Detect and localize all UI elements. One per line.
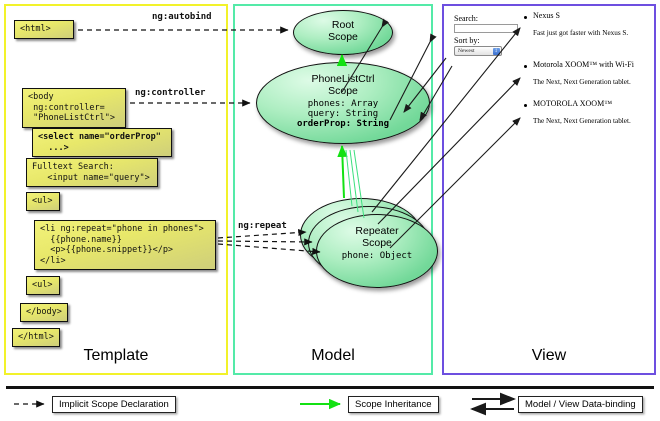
column-model: Model: [233, 4, 433, 375]
search-input[interactable]: [454, 24, 518, 33]
code-box-body-close: </body>: [20, 303, 68, 322]
scope-ctrl-title-1: PhoneListCtrl: [311, 73, 375, 85]
scope-repeater-title-1: Repeater: [355, 225, 399, 237]
legend-item-model-view-databinding: Model / View Data-binding: [518, 396, 643, 413]
column-label-view: View: [531, 347, 567, 364]
bullet-icon: [524, 104, 527, 107]
scope-ctrl-prop-orderprop: orderProp: String: [296, 119, 390, 129]
sort-select-value: Newest: [458, 48, 475, 54]
code-box-html-close: </html>: [12, 328, 60, 347]
scope-phonelistctrl: PhoneListCtrl Scope phones: Array query:…: [256, 62, 430, 144]
legend-divider: [6, 386, 654, 389]
phone-snippet: The Next, Next Generation tablet.: [533, 78, 631, 86]
legend-item-implicit-scope-declaration: Implicit Scope Declaration: [52, 396, 176, 413]
legend-item-scope-inheritance: Scope Inheritance: [348, 396, 439, 413]
phone-name[interactable]: MOTOROLA XOOM™: [533, 99, 613, 108]
sort-label: Sort by:: [454, 36, 480, 45]
search-label: Search:: [454, 14, 478, 23]
phone-snippet: Fast just got faster with Nexus S.: [533, 29, 629, 37]
code-box-li-repeat: <li ng:repeat="phone in phones"> {{phone…: [34, 220, 216, 270]
scope-ctrl-title-2: Scope: [328, 85, 358, 97]
legend-icon-double-arrow: [470, 392, 516, 416]
column-label-template: Template: [83, 347, 149, 364]
sort-select[interactable]: Newest: [454, 46, 502, 56]
scope-root: Root Scope: [293, 10, 393, 55]
phone-name[interactable]: Motorola XOOM™ with Wi-Fi: [533, 60, 634, 69]
phone-snippet: The Next, Next Generation tablet.: [533, 117, 631, 125]
scope-ctrl-prop-query: query: String: [307, 109, 379, 119]
code-box-fulltext-search: Fulltext Search: <input name="query">: [26, 158, 158, 187]
scope-root-title-2: Scope: [328, 31, 358, 43]
bullet-icon: [524, 65, 527, 68]
code-box-ul-close: <ul>: [26, 276, 60, 295]
code-box-html-open: <html>: [14, 20, 74, 39]
phone-name[interactable]: Nexus S: [533, 11, 560, 20]
scope-repeater-title-2: Scope: [362, 237, 392, 249]
code-box-ul-open: <ul>: [26, 192, 60, 211]
scope-ctrl-prop-phones: phones: Array: [307, 99, 379, 109]
column-label-model: Model: [311, 347, 355, 364]
code-box-select: <select name="orderProp" ...>: [32, 128, 172, 157]
scope-root-title-1: Root: [331, 19, 355, 31]
bullet-icon: [524, 16, 527, 19]
chevron-updown-icon: [493, 47, 500, 56]
code-box-body-open: <body ng:controller= "PhoneListCtrl">: [22, 88, 126, 128]
scope-repeater: Repeater Scope phone: Object: [316, 214, 438, 288]
scope-repeater-prop-phone: phone: Object: [341, 251, 413, 261]
